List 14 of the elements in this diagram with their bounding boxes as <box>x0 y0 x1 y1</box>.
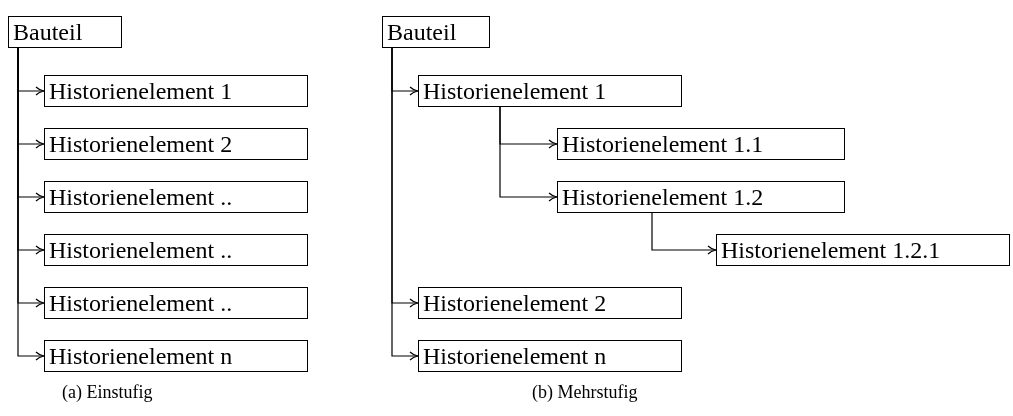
node-box: Historienelement 2 <box>44 128 308 160</box>
node-box: Historienelement 1.1 <box>557 128 845 160</box>
node-box: Historienelement .. <box>44 287 308 319</box>
node-box: Historienelement n <box>418 340 682 372</box>
node-box: Bauteil <box>382 16 490 48</box>
node-box: Historienelement 2 <box>418 287 682 319</box>
node-box: Historienelement 1 <box>418 75 682 107</box>
node-box: Bauteil <box>8 16 122 48</box>
node-box: Historienelement n <box>44 340 308 372</box>
node-box: Historienelement .. <box>44 234 308 266</box>
node-box: Historienelement 1.2 <box>557 181 845 213</box>
node-box: Historienelement 1.2.1 <box>716 234 1010 266</box>
node-box: Historienelement .. <box>44 181 308 213</box>
node-box: Historienelement 1 <box>44 75 308 107</box>
